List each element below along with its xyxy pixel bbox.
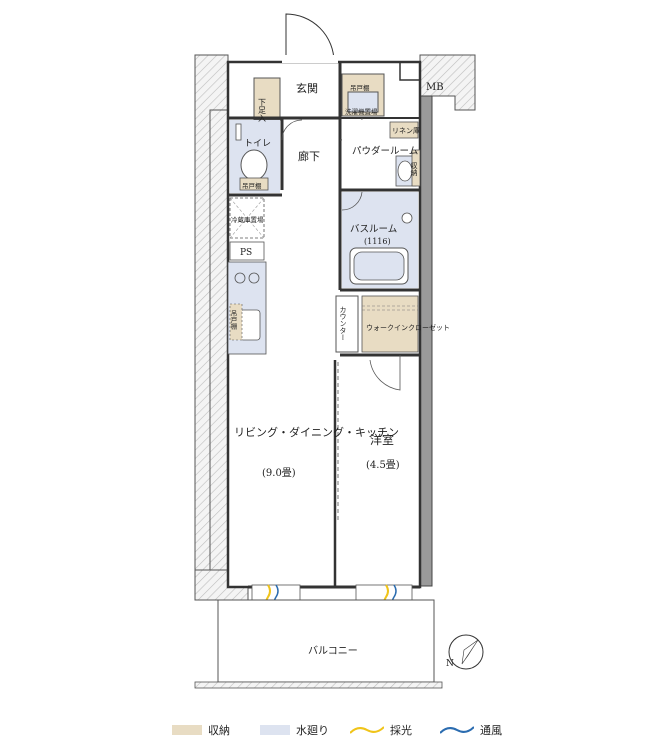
shoe-storage-label: 下足入 <box>258 98 267 122</box>
compass-n-label: N <box>446 659 454 669</box>
walk-in-closet <box>361 295 419 353</box>
washer-pan-label: 洗濯機置場 <box>345 107 378 116</box>
linen-label: リネン庫 <box>392 126 420 135</box>
floor-plan: MB 玄関 下足入 吊戸棚 洗濯機置場 リネン庫 パウダールーム 収納 廊下 ト… <box>194 13 484 689</box>
wind-wave-icon <box>440 726 474 734</box>
ldk-size-label: (9.0畳) <box>262 467 296 479</box>
light-wave-icon <box>350 726 384 734</box>
mb-label: MB <box>426 82 444 93</box>
hallway-label: 廊下 <box>298 149 320 163</box>
wic-label: ウォークインクローゼット <box>366 323 450 332</box>
western-size-label: (4.5畳) <box>366 459 400 471</box>
ps-label: PS <box>240 248 252 258</box>
upper-cabinet-label-toilet: 吊戸棚 <box>242 181 262 190</box>
fridge-label: 冷蔵庫置場 <box>231 215 264 224</box>
left-wall-strip <box>209 109 229 576</box>
western-room-label: 洋室 <box>370 432 394 447</box>
entrance-label: 玄関 <box>296 81 318 95</box>
legend-water-swatch <box>260 725 290 735</box>
legend-storage-swatch <box>172 725 202 735</box>
right-exterior-wall <box>419 95 433 587</box>
legend-wind-label: 通風 <box>480 724 502 737</box>
ldk-label: リビング・ダイニング・キッチン <box>234 425 399 439</box>
legend-storage: 収納 <box>172 720 230 740</box>
legend-light: 採光 <box>350 720 412 740</box>
legend-storage-label: 収納 <box>208 724 230 737</box>
legend-water: 水廻り <box>260 720 329 740</box>
toilet-label: トイレ <box>244 139 271 149</box>
shoe-storage-box <box>253 77 281 121</box>
upper-cabinet-label-kitchen: 吊戸棚 <box>229 310 237 331</box>
legend-water-label: 水廻り <box>296 724 329 737</box>
powder-room-label: パウダールーム <box>352 145 418 157</box>
entrance-door <box>285 13 335 63</box>
balcony <box>217 599 435 683</box>
balcony-label: バルコニー <box>308 645 358 657</box>
counter-label: カウンター <box>339 306 347 341</box>
storage-side-label: 収納 <box>410 162 418 177</box>
legend-wind: 通風 <box>440 720 502 740</box>
counter-box <box>335 295 359 353</box>
legend: 収納 水廻り 採光 通風 <box>0 720 658 740</box>
compass <box>448 634 484 670</box>
upper-cabinet-label-washer: 吊戸棚 <box>350 83 370 92</box>
wic-door <box>369 355 401 391</box>
bath-size-label: (1116) <box>364 237 391 246</box>
bathroom-label: バスルーム <box>350 224 397 235</box>
ps-box <box>229 241 265 261</box>
legend-light-label: 採光 <box>390 724 412 737</box>
